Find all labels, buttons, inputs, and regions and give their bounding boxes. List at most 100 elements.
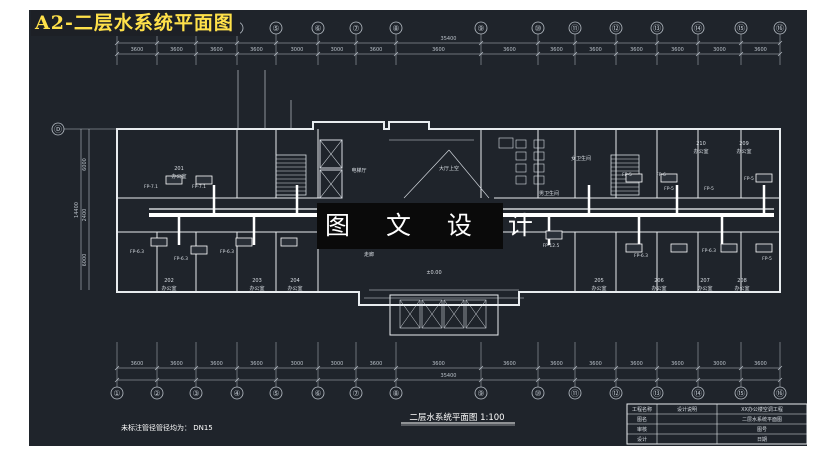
dim-tick-top	[353, 51, 359, 57]
dim-text-top: 3600	[432, 47, 445, 53]
dim-tick-top	[535, 40, 541, 46]
dim-text-top: 3000	[331, 47, 344, 53]
axis-label-bottom: ⑥	[314, 389, 321, 398]
room-use-209: 办公室	[736, 148, 751, 155]
fan-coil-unit	[150, 237, 168, 247]
room-number-209: 209	[739, 141, 749, 147]
dim-tick-bottom	[393, 365, 399, 371]
pipe-size-note: 未标注管径管径均为： DN15	[121, 423, 213, 432]
entrance-canopy	[389, 294, 499, 336]
entrance-door	[443, 299, 465, 329]
fan-coil-unit	[755, 243, 773, 253]
axis-label-bottom: ⑯	[776, 389, 784, 398]
fp-label: FP-6.3	[130, 249, 144, 255]
axis-label-top: ⑨	[477, 24, 484, 33]
room-use-201: 办公室	[171, 173, 186, 180]
room-use-204: 办公室	[287, 285, 302, 292]
axis-label-bottom: ⑤	[272, 389, 279, 398]
room-number-210: 210	[696, 141, 706, 147]
dim-tick-top	[114, 51, 120, 57]
toilet-stall	[533, 163, 545, 173]
dim-text-bottom: 3600	[370, 361, 383, 367]
title-block-value: 图号	[757, 427, 767, 433]
dim-tick-top	[777, 51, 783, 57]
dim-text-top: 3600	[210, 47, 223, 53]
dim-tick-bottom	[695, 377, 701, 383]
cad-canvas[interactable]: ①②③④⑤⑥⑦⑧⑨⑩⑪⑫⑬⑭⑮⑯354003600360036003600300…	[29, 10, 807, 446]
dim-tick-bottom	[777, 365, 783, 371]
room-number-lobby: 大厅上空	[439, 165, 459, 172]
dim-tick-top	[695, 40, 701, 46]
fan-coil-unit	[660, 173, 678, 183]
wash-basin	[498, 137, 514, 149]
dim-text-top: 3600	[550, 47, 563, 53]
dim-tick-bottom	[273, 377, 279, 383]
dim-tick-top	[273, 51, 279, 57]
title-block-label: 工程名称	[632, 406, 652, 413]
axis-label-top: ⑯	[776, 24, 784, 33]
fp-label: FP-5	[744, 176, 754, 182]
dim-tick-top	[273, 40, 279, 46]
elevator-x	[319, 169, 343, 199]
dim-tick-bottom	[572, 377, 578, 383]
room-number-205: 205	[594, 278, 604, 284]
fan-coil-unit	[190, 245, 208, 255]
axis-label-bottom: ②	[153, 389, 160, 398]
axis-label-bottom: ⑪	[571, 389, 579, 398]
toilet-stall	[515, 151, 527, 161]
axis-label-top: ⑫	[612, 24, 620, 33]
exterior-wall	[116, 121, 781, 306]
dim-tick-bottom	[114, 365, 120, 371]
dim-text-top: 3600	[671, 47, 684, 53]
dim-tick-bottom	[613, 377, 619, 383]
dim-text-left: 2400	[82, 209, 88, 222]
dim-tick-top	[572, 51, 578, 57]
axis-label-top: ⑭	[694, 24, 702, 33]
dim-text-top: 3600	[250, 47, 263, 53]
dim-text-bottom: 3600	[550, 361, 563, 367]
dim-tick-top	[154, 51, 160, 57]
dim-tick-bottom	[273, 365, 279, 371]
dim-text-bottom: 3600	[250, 361, 263, 367]
dim-tick-top	[613, 40, 619, 46]
dim-tick-top	[234, 40, 240, 46]
fp-label: FP-6.3	[634, 253, 648, 259]
axis-label-bottom: ①	[113, 389, 120, 398]
axis-label-bottom: ⑭	[694, 389, 702, 398]
fan-coil-unit	[165, 175, 183, 185]
fp-label: FP-12.5	[543, 243, 560, 249]
dim-tick-bottom	[572, 365, 578, 371]
entrance-door-x	[465, 299, 487, 329]
lobby-diagonal	[448, 149, 490, 199]
dim-tick-top	[193, 40, 199, 46]
room-use-207: 办公室	[697, 285, 712, 292]
toilet-stall	[515, 163, 527, 173]
fp-label: FP-5	[622, 172, 632, 178]
axis-label-bottom: ⑮	[737, 389, 745, 398]
axis-label-top: ⑦	[352, 24, 359, 33]
dim-tick-top	[193, 51, 199, 57]
dim-text-bottom: 3600	[589, 361, 602, 367]
dim-text-bottom: 3000	[291, 361, 304, 367]
dim-text-top: 3600	[170, 47, 183, 53]
entrance-door-x	[421, 299, 443, 329]
entrance-door	[465, 299, 487, 329]
dim-tick-bottom	[114, 377, 120, 383]
entrance-door	[421, 299, 443, 329]
room-use-203: 办公室	[249, 285, 264, 292]
dim-tick-bottom	[695, 365, 701, 371]
fan-coil-unit	[625, 173, 643, 183]
dim-text-top: 3000	[713, 47, 726, 53]
dim-tick-bottom	[353, 365, 359, 371]
dim-tick-bottom	[777, 377, 783, 383]
fan-coil-unit	[720, 243, 738, 253]
elevator-shaft	[319, 139, 343, 169]
dim-tick-top	[114, 40, 120, 46]
dim-overall-bottom: 35400	[441, 373, 457, 379]
axis-label-top: ⑧	[392, 24, 399, 33]
dim-tick-top	[738, 51, 744, 57]
watermark-label: 图 文 设 计	[317, 203, 533, 249]
toilet-stall	[533, 139, 545, 149]
dim-text-bottom: 3600	[630, 361, 643, 367]
axis-label-bottom: ⑬	[653, 389, 661, 398]
